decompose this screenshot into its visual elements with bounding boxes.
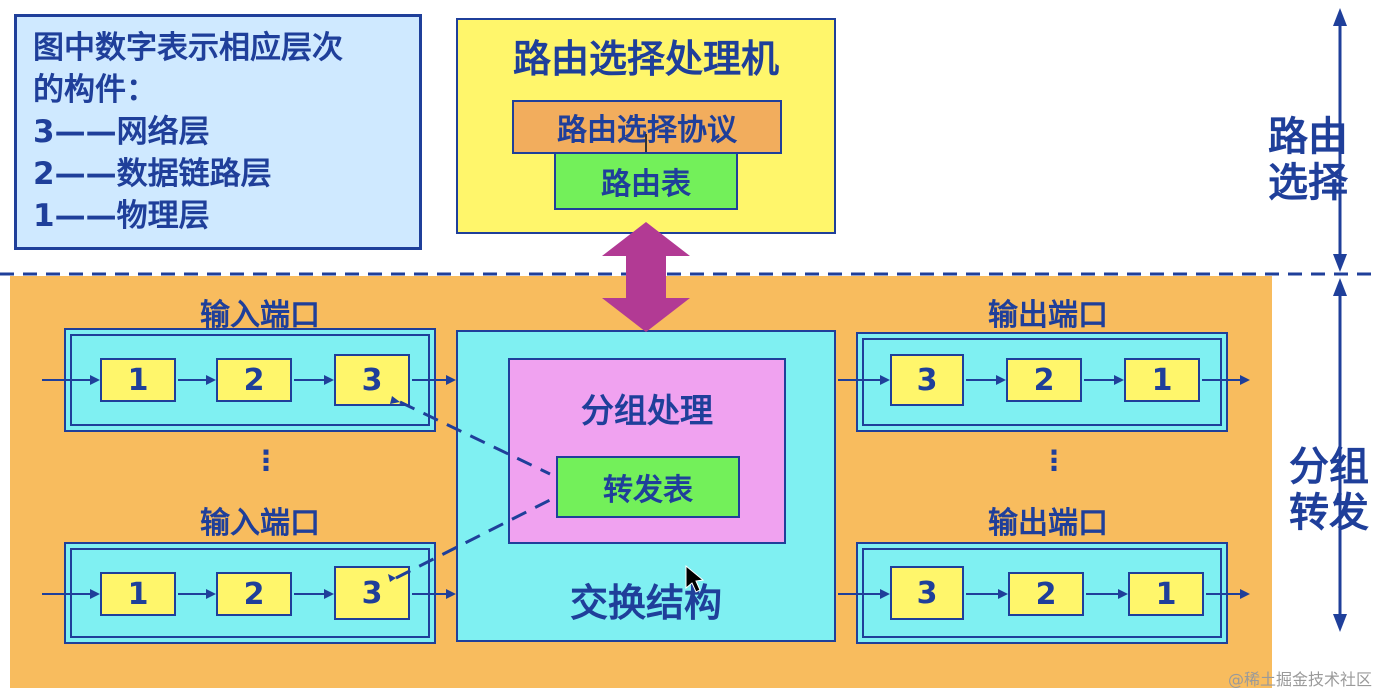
legend-line: 2——数据链路层 <box>33 156 272 192</box>
routing-label-line: 路由 <box>1268 114 1348 160</box>
lookup-link-bottom <box>395 498 551 580</box>
routing-processor-title: 路由选择处理机 <box>512 37 779 81</box>
input-port-layer-2: 2 <box>216 358 292 402</box>
legend-line: 图中数字表示相应层次 <box>33 30 343 66</box>
mouse-cursor-icon <box>685 564 705 593</box>
routing-side-label: 路由 选择 <box>1246 114 1370 206</box>
output-port-label: 输出端口 <box>988 506 1108 541</box>
forwarding-label-line: 转发 <box>1289 490 1369 536</box>
input-port-label: 输入端口 <box>200 506 320 541</box>
legend-line: 1——物理层 <box>33 198 210 234</box>
input-port-layer-2: 2 <box>216 572 292 616</box>
routing-span-arrow-down <box>1333 254 1347 272</box>
input-port-layer-3: 3 <box>334 566 410 620</box>
output-port-layer-2: 2 <box>1008 572 1084 616</box>
legend-line: 的构件： <box>33 72 157 108</box>
routing-span-arrow-up <box>1333 8 1347 26</box>
legend-box: 图中数字表示相应层次 的构件： 3——网络层 2——数据链路层 1——物理层 <box>14 14 422 250</box>
routing-label-line: 选择 <box>1268 160 1348 206</box>
forwarding-span-arrow-up <box>1333 278 1347 296</box>
output-port-label: 输出端口 <box>988 298 1108 333</box>
output-port-layer-2: 2 <box>1006 358 1082 402</box>
input-port-layer-1: 1 <box>100 572 176 616</box>
packet-processing-title: 分组处理 <box>581 391 713 430</box>
input-port-label: 输入端口 <box>200 298 320 333</box>
input-port-layer-3: 3 <box>334 354 410 406</box>
output-port-layer-1: 1 <box>1128 572 1204 616</box>
legend-line: 3——网络层 <box>33 114 210 150</box>
forwarding-span-arrow-down <box>1333 614 1347 632</box>
input-port-layer-1: 1 <box>100 358 176 402</box>
packet-processing-box: 分组处理 转发表 <box>508 358 786 544</box>
lookup-link-top <box>399 400 551 476</box>
output-port-layer-3: 3 <box>890 566 964 620</box>
routing-table-box: 路由表 <box>554 152 738 210</box>
lookup-arrow-tip <box>388 574 396 582</box>
switch-fabric: 分组处理 转发表 交换结构 <box>456 330 836 642</box>
forwarding-table-box: 转发表 <box>556 456 740 518</box>
forwarding-label-line: 分组 <box>1289 444 1369 490</box>
forwarding-side-label: 分组 转发 <box>1282 444 1376 536</box>
output-port-layer-3: 3 <box>890 354 964 406</box>
bidirectional-arrow <box>602 222 690 332</box>
lookup-arrow-tip <box>390 396 400 404</box>
output-port-layer-1: 1 <box>1124 358 1200 402</box>
watermark: @稀土掘金技术社区 <box>1227 670 1372 689</box>
routing-processor: 路由选择处理机 路由选择协议 路由表 <box>456 18 836 234</box>
